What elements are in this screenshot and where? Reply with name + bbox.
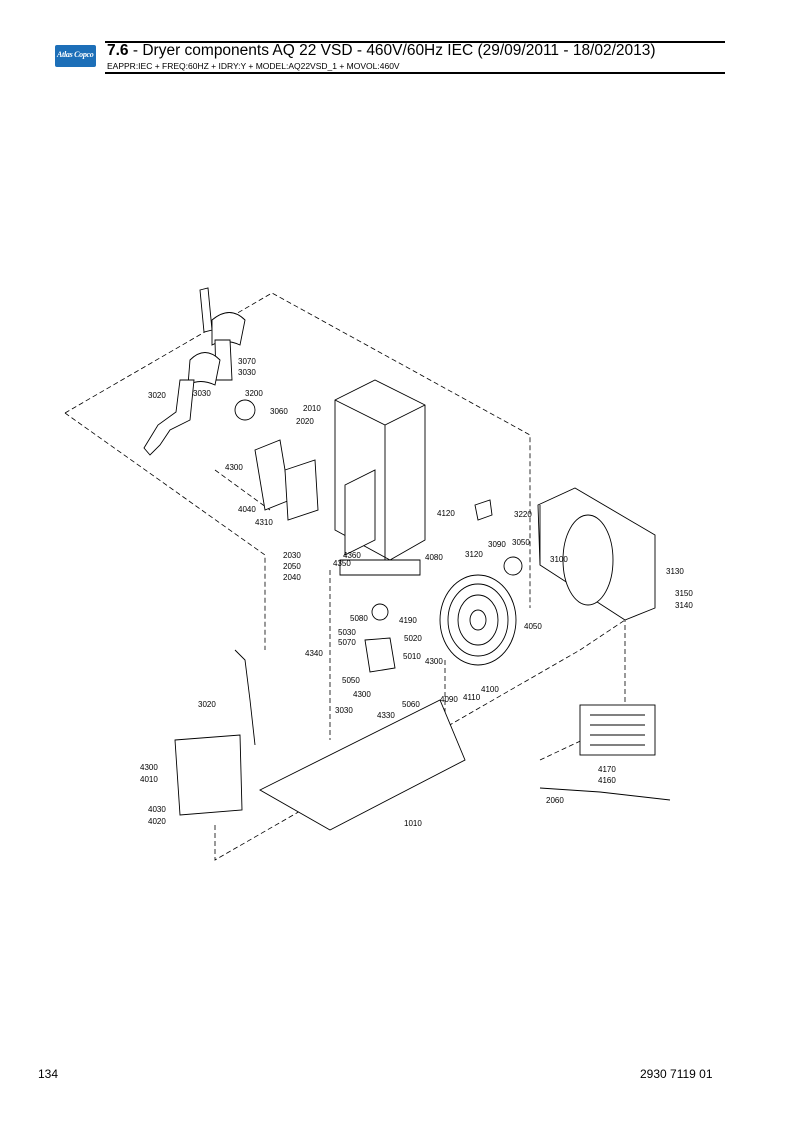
part-label: 4160 [598,776,616,785]
part-label: 3020 [198,700,216,709]
part-label: 4350 [333,559,351,568]
part-label: 3050 [512,538,530,547]
part-label: 3130 [666,567,684,576]
header-rule-bottom [105,72,725,74]
part-label: 4330 [377,711,395,720]
part-label: 4300 [425,657,443,666]
valve-and-base-assembly [174,603,671,831]
part-label: 4100 [481,685,499,694]
header-rule-top [105,41,725,43]
part-label: 2030 [283,551,301,560]
part-label: 3020 [148,391,166,400]
part-label: 3030 [238,368,256,377]
part-label: 5030 [338,628,356,637]
part-label: 1010 [404,819,422,828]
part-label: 3030 [335,706,353,715]
part-label: 4170 [598,765,616,774]
part-label: 3200 [245,389,263,398]
document-number: 2930 7119 01 [640,1067,713,1081]
part-label: 4300 [140,763,158,772]
part-label: 4120 [437,509,455,518]
section-title: - Dryer components AQ 22 VSD - 460V/60Hz… [128,42,656,59]
part-label: 3120 [465,550,483,559]
part-label: 3100 [550,555,568,564]
part-label: 4300 [225,463,243,472]
atlas-copco-logo: Atlas Copco [55,45,96,67]
page-number: 134 [38,1067,59,1081]
part-label: 3140 [675,601,693,610]
part-label: 2020 [296,417,314,426]
part-label: 3030 [193,389,211,398]
part-label: 5070 [338,638,356,647]
condenser-assembly [439,487,656,666]
part-labels-group: 3070 3030 3020 3030 3200 3060 2010 2020 4300 4040… [140,357,693,828]
part-label: 5010 [403,652,421,661]
part-label: 3070 [238,357,256,366]
part-label: 3150 [675,589,693,598]
part-label: 2050 [283,562,301,571]
part-label: 2040 [283,573,301,582]
part-label: 4010 [140,775,158,784]
evaporator-module [334,379,426,576]
control-box-parts [234,399,523,576]
page-subtitle: EAPPR:IEC + FREQ:60HZ + IDRY:Y + MODEL:A… [107,61,400,71]
part-label: 4080 [425,553,443,562]
part-label: 4030 [148,805,166,814]
part-label: 4110 [463,693,481,702]
section-number: 7.6 [107,42,129,59]
wiring-diagram-thumbnail [579,704,656,756]
part-label: 4300 [353,690,371,699]
logo-text: Atlas Copco [57,50,94,59]
part-label: 2060 [546,796,564,805]
part-label: 4190 [399,616,417,625]
part-label: 2010 [303,404,321,413]
part-label: 4310 [255,518,273,527]
piping-group [143,287,246,456]
part-label: 4020 [148,817,166,826]
part-label: 3060 [270,407,288,416]
part-label: 5080 [350,614,368,623]
part-label: 4050 [524,622,542,631]
part-label: 5050 [342,676,360,685]
part-label: 4360 [343,551,361,560]
page-title: 7.6 - Dryer components AQ 22 VSD - 460V/… [107,42,656,60]
part-label: 4340 [305,649,323,658]
part-label: 3220 [514,510,532,519]
part-label: 4040 [238,505,256,514]
part-label: 5060 [402,700,420,709]
part-label: 4090 [440,695,458,704]
part-label: 5020 [404,634,422,643]
part-label: 3090 [488,540,506,549]
